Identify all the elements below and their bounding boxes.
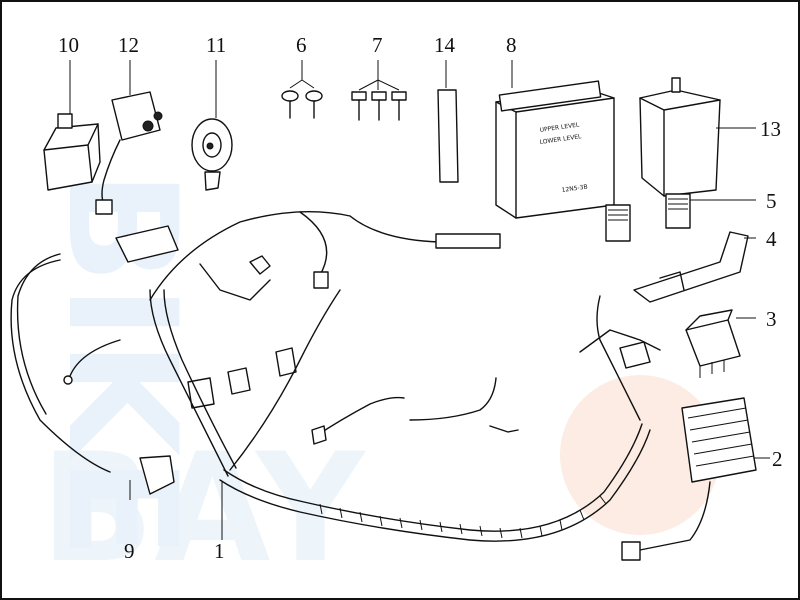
relay-part — [43, 60, 101, 191]
flasher-part — [685, 309, 756, 378]
callout-10: 10 — [58, 33, 79, 57]
callout-12: 12 — [118, 33, 139, 57]
callout-13: 13 — [760, 117, 781, 141]
callout-7: 7 — [372, 33, 383, 57]
wiring-harness-part — [63, 211, 661, 542]
cover-part — [639, 77, 756, 197]
callout-9: 9 — [124, 539, 135, 563]
callout-labels: 10 12 11 6 7 14 8 13 5 4 3 2 9 1 — [58, 33, 783, 563]
bolts-part-7 — [351, 60, 407, 121]
bracket-part — [633, 231, 756, 303]
horn-part — [191, 60, 233, 191]
callout-1: 1 — [214, 539, 225, 563]
ignition-coil-part — [10, 225, 179, 500]
watermark-text-2: BAY — [40, 422, 367, 596]
callout-5: 5 — [766, 189, 777, 213]
callout-2: 2 — [772, 447, 783, 471]
callout-14: 14 — [434, 33, 456, 57]
callout-11: 11 — [206, 33, 226, 57]
callout-4: 4 — [766, 227, 777, 251]
battery-part: UPPER LEVEL LOWER LEVEL 12N5-3B — [495, 60, 615, 219]
callout-3: 3 — [766, 307, 777, 331]
watermark-text-1: BIKE — [34, 170, 208, 559]
bolts-part-6 — [281, 60, 323, 119]
regulator-part — [621, 397, 770, 561]
battery-model: 12N5-3B — [561, 183, 588, 194]
callout-6: 6 — [296, 33, 307, 57]
starter-solenoid-part — [95, 60, 163, 215]
callout-8: 8 — [506, 33, 517, 57]
rubber-pads-part — [605, 193, 756, 242]
battery-strap-part — [437, 60, 459, 183]
